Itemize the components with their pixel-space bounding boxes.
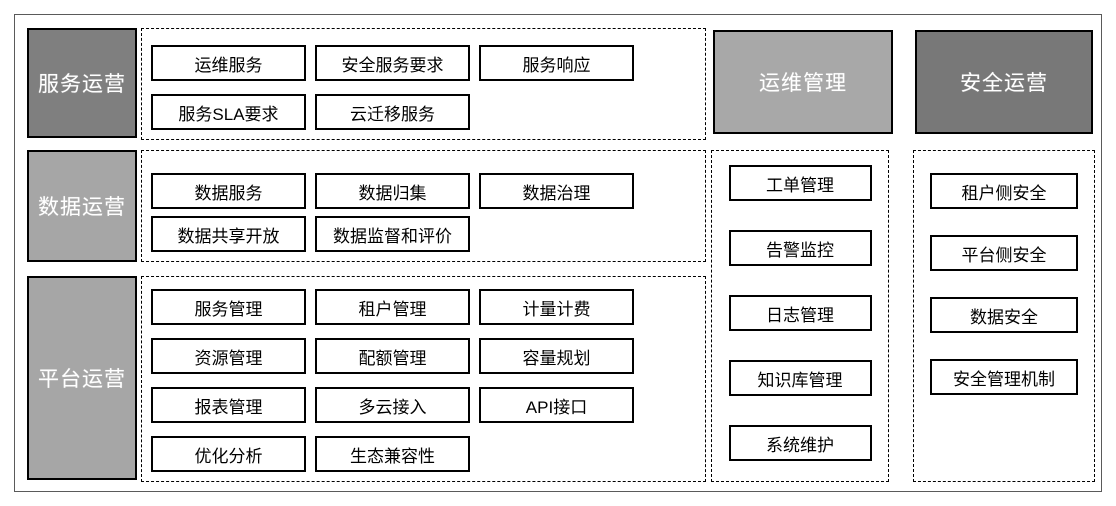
header-platform-operation: 平台运营 bbox=[27, 276, 137, 480]
node-api-interface: API接口 bbox=[479, 387, 634, 423]
diagram-outer-frame bbox=[14, 14, 1102, 492]
platform-row-2: 资源管理 配额管理 容量规划 bbox=[151, 338, 705, 374]
platform-row-4: 优化分析 生态兼容性 bbox=[151, 436, 705, 472]
node-multicloud-access: 多云接入 bbox=[315, 387, 470, 423]
node-service-response: 服务响应 bbox=[479, 45, 634, 81]
node-data-service: 数据服务 bbox=[151, 173, 306, 209]
node-tenant-mgmt: 租户管理 bbox=[315, 289, 470, 325]
node-capacity-planning: 容量规划 bbox=[479, 338, 634, 374]
data-row-1: 数据服务 数据归集 数据治理 bbox=[151, 173, 705, 209]
node-metering-billing: 计量计费 bbox=[479, 289, 634, 325]
node-log-mgmt: 日志管理 bbox=[728, 295, 872, 331]
node-optimization-analysis: 优化分析 bbox=[151, 436, 306, 472]
header-service-operation: 服务运营 bbox=[27, 28, 137, 138]
node-security-service-requirements: 安全服务要求 bbox=[315, 45, 470, 81]
node-service-mgmt: 服务管理 bbox=[151, 289, 306, 325]
node-quota-mgmt: 配额管理 bbox=[315, 338, 470, 374]
platform-row-3: 报表管理 多云接入 API接口 bbox=[151, 387, 705, 423]
header-security-operation: 安全运营 bbox=[915, 30, 1093, 134]
section-om-management: 工单管理 告警监控 日志管理 知识库管理 系统维护 bbox=[711, 150, 889, 482]
section-security-operation: 租户侧安全 平台侧安全 数据安全 安全管理机制 bbox=[913, 150, 1095, 482]
section-data-operation: 数据服务 数据归集 数据治理 数据共享开放 数据监督和评价 bbox=[141, 150, 706, 262]
service-row-1: 运维服务 安全服务要求 服务响应 bbox=[151, 45, 705, 81]
node-security-mgmt-mechanism: 安全管理机制 bbox=[930, 359, 1078, 395]
node-platform-side-security: 平台侧安全 bbox=[930, 235, 1078, 271]
node-cloud-migration-service: 云迁移服务 bbox=[315, 94, 470, 130]
node-alarm-monitoring: 告警监控 bbox=[728, 230, 872, 266]
platform-row-1: 服务管理 租户管理 计量计费 bbox=[151, 289, 705, 325]
node-report-mgmt: 报表管理 bbox=[151, 387, 306, 423]
node-service-sla-requirements: 服务SLA要求 bbox=[151, 94, 306, 130]
node-data-governance: 数据治理 bbox=[479, 173, 634, 209]
node-knowledge-base-mgmt: 知识库管理 bbox=[728, 360, 872, 396]
section-service-operation: 运维服务 安全服务要求 服务响应 服务SLA要求 云迁移服务 bbox=[141, 28, 706, 140]
node-ticket-mgmt: 工单管理 bbox=[728, 165, 872, 201]
node-data-security: 数据安全 bbox=[930, 297, 1078, 333]
data-row-2: 数据共享开放 数据监督和评价 bbox=[151, 216, 705, 252]
node-ops-service: 运维服务 bbox=[151, 45, 306, 81]
node-tenant-side-security: 租户侧安全 bbox=[930, 173, 1078, 209]
header-om-management: 运维管理 bbox=[713, 30, 893, 134]
node-eco-compatibility: 生态兼容性 bbox=[315, 436, 470, 472]
header-data-operation: 数据运营 bbox=[27, 150, 137, 262]
node-data-collection: 数据归集 bbox=[315, 173, 470, 209]
node-data-sharing-open: 数据共享开放 bbox=[151, 216, 306, 252]
section-platform-operation: 服务管理 租户管理 计量计费 资源管理 配额管理 容量规划 报表管理 多云接入 … bbox=[141, 276, 706, 482]
service-row-2: 服务SLA要求 云迁移服务 bbox=[151, 94, 705, 130]
node-resource-mgmt: 资源管理 bbox=[151, 338, 306, 374]
node-data-supervision-evaluation: 数据监督和评价 bbox=[315, 216, 470, 252]
node-system-maintenance: 系统维护 bbox=[728, 425, 872, 461]
